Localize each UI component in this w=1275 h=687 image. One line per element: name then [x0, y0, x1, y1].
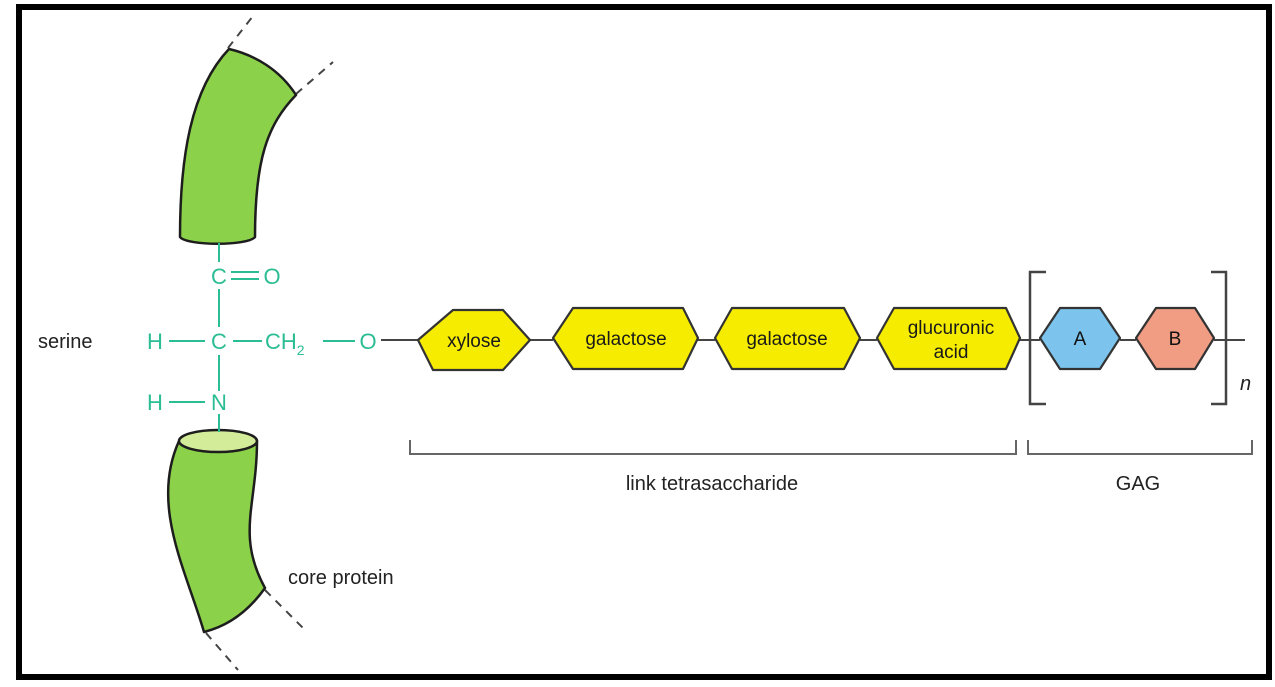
- sugar-label-line-2: acid: [934, 342, 969, 363]
- repeat-unit-b: B: [1134, 306, 1216, 371]
- atom-amine-h: H: [147, 390, 163, 415]
- protein-dashed-line: [227, 15, 254, 49]
- sugar-shape: [713, 306, 862, 371]
- repeat-bracket-left: [1028, 270, 1046, 406]
- core-protein-bottom-segment: [166, 428, 304, 671]
- core-protein-top-segment: [178, 15, 334, 245]
- sugar-xylose: xylose: [416, 308, 532, 372]
- atom-amine-n: N: [211, 390, 227, 415]
- atom-alpha-c: C: [211, 329, 227, 354]
- sugar-label-line-1: glucuronic: [908, 318, 995, 339]
- protein-dashed-line: [295, 61, 334, 95]
- serine-label: serine: [38, 331, 92, 353]
- serine-structure: C O H C CH2 O H N: [147, 243, 377, 432]
- atom-carbonyl-c: C: [211, 264, 227, 289]
- sugar-label: galactose: [585, 329, 666, 350]
- unit-label: A: [1074, 329, 1087, 350]
- gag-bracket: [1027, 440, 1253, 455]
- protein-tube: [166, 439, 267, 634]
- ch2-subscript: 2: [297, 342, 305, 358]
- link-tetrasaccharide-label: link tetrasaccharide: [626, 473, 798, 495]
- sugar-glucuronic-acid: glucuronic acid: [875, 306, 1022, 371]
- unit-shape: [1134, 306, 1216, 371]
- sugar-label: xylose: [447, 331, 501, 352]
- sugar-shape: [875, 306, 1022, 371]
- unit-label: B: [1169, 329, 1182, 350]
- sugar-shape: [416, 308, 532, 372]
- core-protein-label: core protein: [288, 567, 394, 589]
- repeat-bracket-right: [1211, 270, 1228, 406]
- ch2-main: CH: [265, 329, 297, 354]
- repeat-unit-a: A: [1038, 306, 1122, 371]
- sugar-galactose-1: galactose: [551, 306, 700, 371]
- sugar-label: galactose: [746, 329, 827, 350]
- sugar-galactose-2: galactose: [713, 306, 862, 371]
- group-ch2: CH2: [265, 329, 305, 358]
- protein-dashed-line: [264, 589, 304, 629]
- protein-cut-face: [177, 428, 259, 454]
- unit-shape: [1038, 306, 1122, 371]
- sugar-shape: [551, 306, 700, 371]
- protein-tube: [178, 47, 298, 245]
- figure-frame: [16, 4, 1272, 680]
- gag-label: GAG: [1116, 473, 1160, 495]
- atom-carbonyl-o: O: [263, 264, 280, 289]
- atom-alpha-h: H: [147, 329, 163, 354]
- repeat-n-label: n: [1240, 373, 1251, 395]
- atom-ether-o: O: [359, 329, 376, 354]
- link-tetrasaccharide-bracket: [409, 440, 1017, 455]
- protein-dashed-line: [205, 632, 239, 671]
